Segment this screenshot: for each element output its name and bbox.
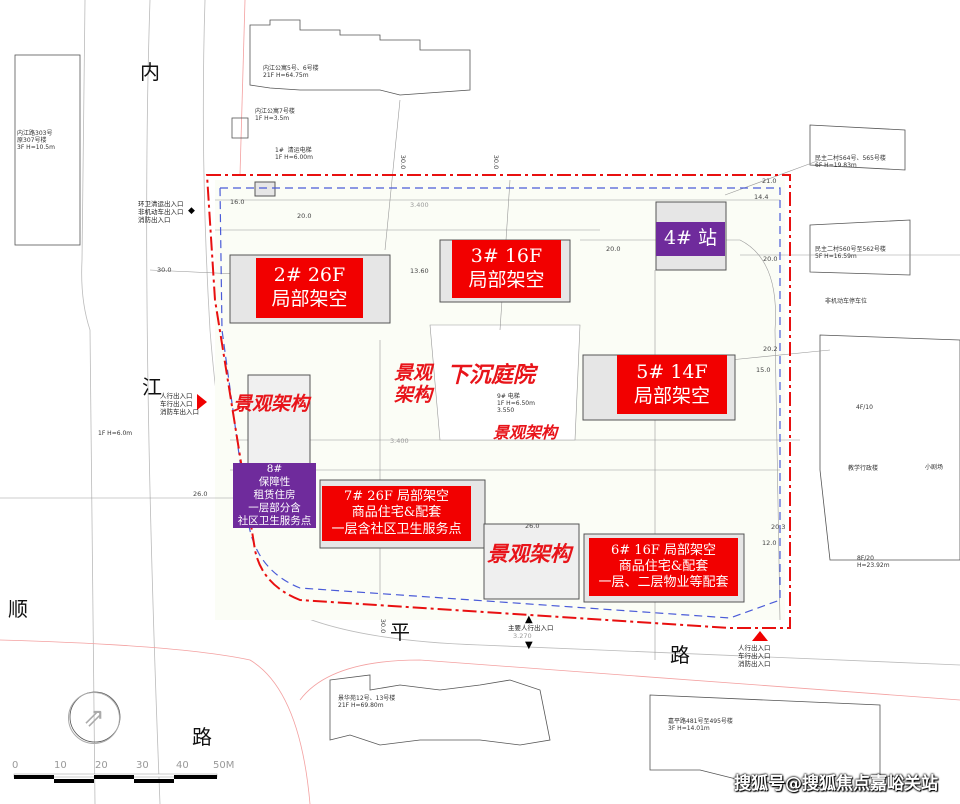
building-8-line: 租赁住房	[253, 488, 296, 501]
site-boundary	[205, 174, 791, 629]
entrance-southeast-label: 人行出入口 车行出入口 消防出入口	[738, 644, 771, 669]
note-school-admin: 教学行政楼	[848, 465, 879, 472]
scale-tick: 20	[95, 760, 108, 771]
sunken-courtyard-label: 下沉庭院	[447, 362, 536, 388]
dimension: 20.2	[763, 345, 778, 353]
dimension: 30.0	[157, 266, 172, 274]
scale-tick: 10	[54, 760, 67, 771]
note-school-4f: 4F/10	[856, 404, 873, 411]
building-5-note: 局部架空	[633, 384, 710, 407]
building-6-tag: 6# 16F 局部架空 商品住宅&配套 一层、二层物业等配套	[589, 538, 738, 596]
building-7-line: 商品住宅&配套	[351, 505, 442, 521]
north-arrow-icon: ⇗	[68, 692, 120, 744]
dimension: 16.0	[230, 198, 245, 206]
entrance-west-arrow-icon	[197, 394, 207, 410]
note-west-1f: 1F H=6.0m	[98, 430, 133, 437]
building-5-tag: 5# 14F 局部架空	[617, 355, 727, 414]
building-8-line: 一层部分含	[248, 502, 301, 515]
building-6-line: 商品住宅&配套	[618, 558, 709, 574]
dimension: 26.0	[193, 490, 208, 498]
dimension: 30.0	[492, 154, 501, 170]
dimension: 20.0	[606, 245, 621, 253]
scale-bar	[13, 773, 218, 783]
note-minzhu-564: 民主二村564号、565号楼 6F H=19.83m	[815, 155, 886, 170]
note-building-9: 9# 电梯 1F H=6.50m 3.550	[497, 393, 535, 415]
landscape-middle: 景观架构	[493, 423, 558, 442]
building-4-title: 4# 站	[663, 227, 718, 250]
building-2-title: 2# 26F	[273, 264, 346, 287]
landscape-center-2: 架构	[394, 384, 433, 406]
landscape-center-1: 景观	[394, 362, 433, 384]
building-3-title: 3# 16F	[470, 245, 543, 268]
elevation: 3.400	[390, 437, 409, 445]
main-entrance-arrow-icon: ▲	[525, 614, 533, 625]
dimension: 12.0	[762, 539, 777, 547]
building-8-title: 8#	[266, 462, 283, 475]
note-jinghua: 景华苑12号、13号楼 21F H=69.80m	[338, 695, 396, 710]
building-8-line: 社区卫生服务点	[237, 515, 312, 528]
building-6-line: 一层、二层物业等配套	[598, 575, 729, 591]
note-neijiang-5-6: 内江公寓5号、6号楼 21F H=64.75m	[263, 65, 319, 80]
note-jiaping: 嘉平路481号至495号楼 3F H=14.01m	[668, 718, 733, 733]
building-3-tag: 3# 16F 局部架空	[452, 240, 561, 298]
road-name-jiang: 江	[142, 375, 162, 399]
scale-tick: 0	[12, 760, 19, 771]
entrance-arrow-icon: ◆	[188, 206, 195, 216]
entrance-west-label: 人行出入口 车行出入口 消防车出入口	[160, 392, 199, 417]
dimension: 30.0	[379, 618, 388, 634]
building-5-title: 5# 14F	[636, 360, 708, 383]
road-name-ping: 平	[390, 620, 410, 644]
building-7-tag: 7# 26F 局部架空 商品住宅&配套 一层含社区卫生服务点	[322, 486, 471, 541]
road-name-lu-left: 路	[192, 725, 212, 749]
dimension: 20.0	[763, 255, 778, 263]
building-2-note: 局部架空	[271, 288, 348, 310]
dimension: 20.3	[771, 523, 786, 531]
note-school-8f: 8F/20 H=23.92m	[857, 555, 890, 570]
entrance-south-main-label: 主要人行出入口	[508, 624, 554, 632]
entrance-south-main-elevation: 3.270	[513, 632, 532, 640]
dimension: 21.0	[762, 177, 777, 185]
building-8-tag: 8# 保障性 租赁住房 一层部分含 社区卫生服务点	[233, 463, 316, 528]
dimension: 14.4	[754, 193, 769, 201]
landscape-west: 景观架构	[233, 393, 310, 415]
neighbor-buildings	[14, 19, 960, 791]
dimension: 30.0	[399, 154, 408, 170]
road-name-shun: 顺	[8, 597, 28, 621]
scale-tick: 50M	[213, 760, 235, 771]
landscape-south: 景观架构	[487, 541, 571, 566]
dimension: 20.0	[297, 212, 312, 220]
road-name-lu-bottom: 路	[670, 643, 690, 667]
note-school-theatre: 小剧场	[925, 464, 944, 471]
road-name-nei: 内	[140, 60, 160, 84]
building-7-line: 一层含社区卫生服务点	[331, 521, 462, 537]
scale-tick: 40	[176, 760, 189, 771]
building-3-note: 局部架空	[468, 269, 545, 291]
entrance-southeast-arrow-icon	[752, 631, 768, 641]
internal-layout	[0, 99, 960, 660]
note-building-1: 1# 清运电梯 1F H=6.00m	[275, 147, 313, 162]
note-bike-parking: 非机动车停车位	[825, 298, 868, 305]
watermark: 搜狐号@搜狐焦点嘉峪关站	[734, 774, 938, 794]
entrance-northwest-label: 环卫清运出入口 非机动车出入口 消防出入口	[138, 200, 184, 225]
building-2-tag: 2# 26F 局部架空	[256, 258, 363, 318]
main-entrance-arrow-down-icon: ▼	[525, 640, 533, 651]
scale-tick: 30	[136, 760, 149, 771]
dimension: 26.0	[525, 522, 540, 530]
elevation: 3.400	[410, 201, 429, 209]
note-neijiang-7: 内江公寓7号楼 1F H=3.5m	[255, 108, 295, 123]
building-6-title: 6# 16F 局部架空	[611, 542, 716, 558]
dimension: 13.60	[410, 267, 429, 275]
building-4-tag: 4# 站	[656, 222, 725, 256]
building-7-title: 7# 26F 局部架空	[344, 489, 449, 505]
note-minzhu-560: 民主二村560号至562号楼 5F H=16.59m	[815, 246, 886, 261]
building-8-line: 保障性	[258, 475, 291, 488]
dimension: 15.0	[756, 366, 771, 374]
note-neijiang-303: 内江路303号 原307号楼 3F H=10.5m	[17, 130, 55, 152]
